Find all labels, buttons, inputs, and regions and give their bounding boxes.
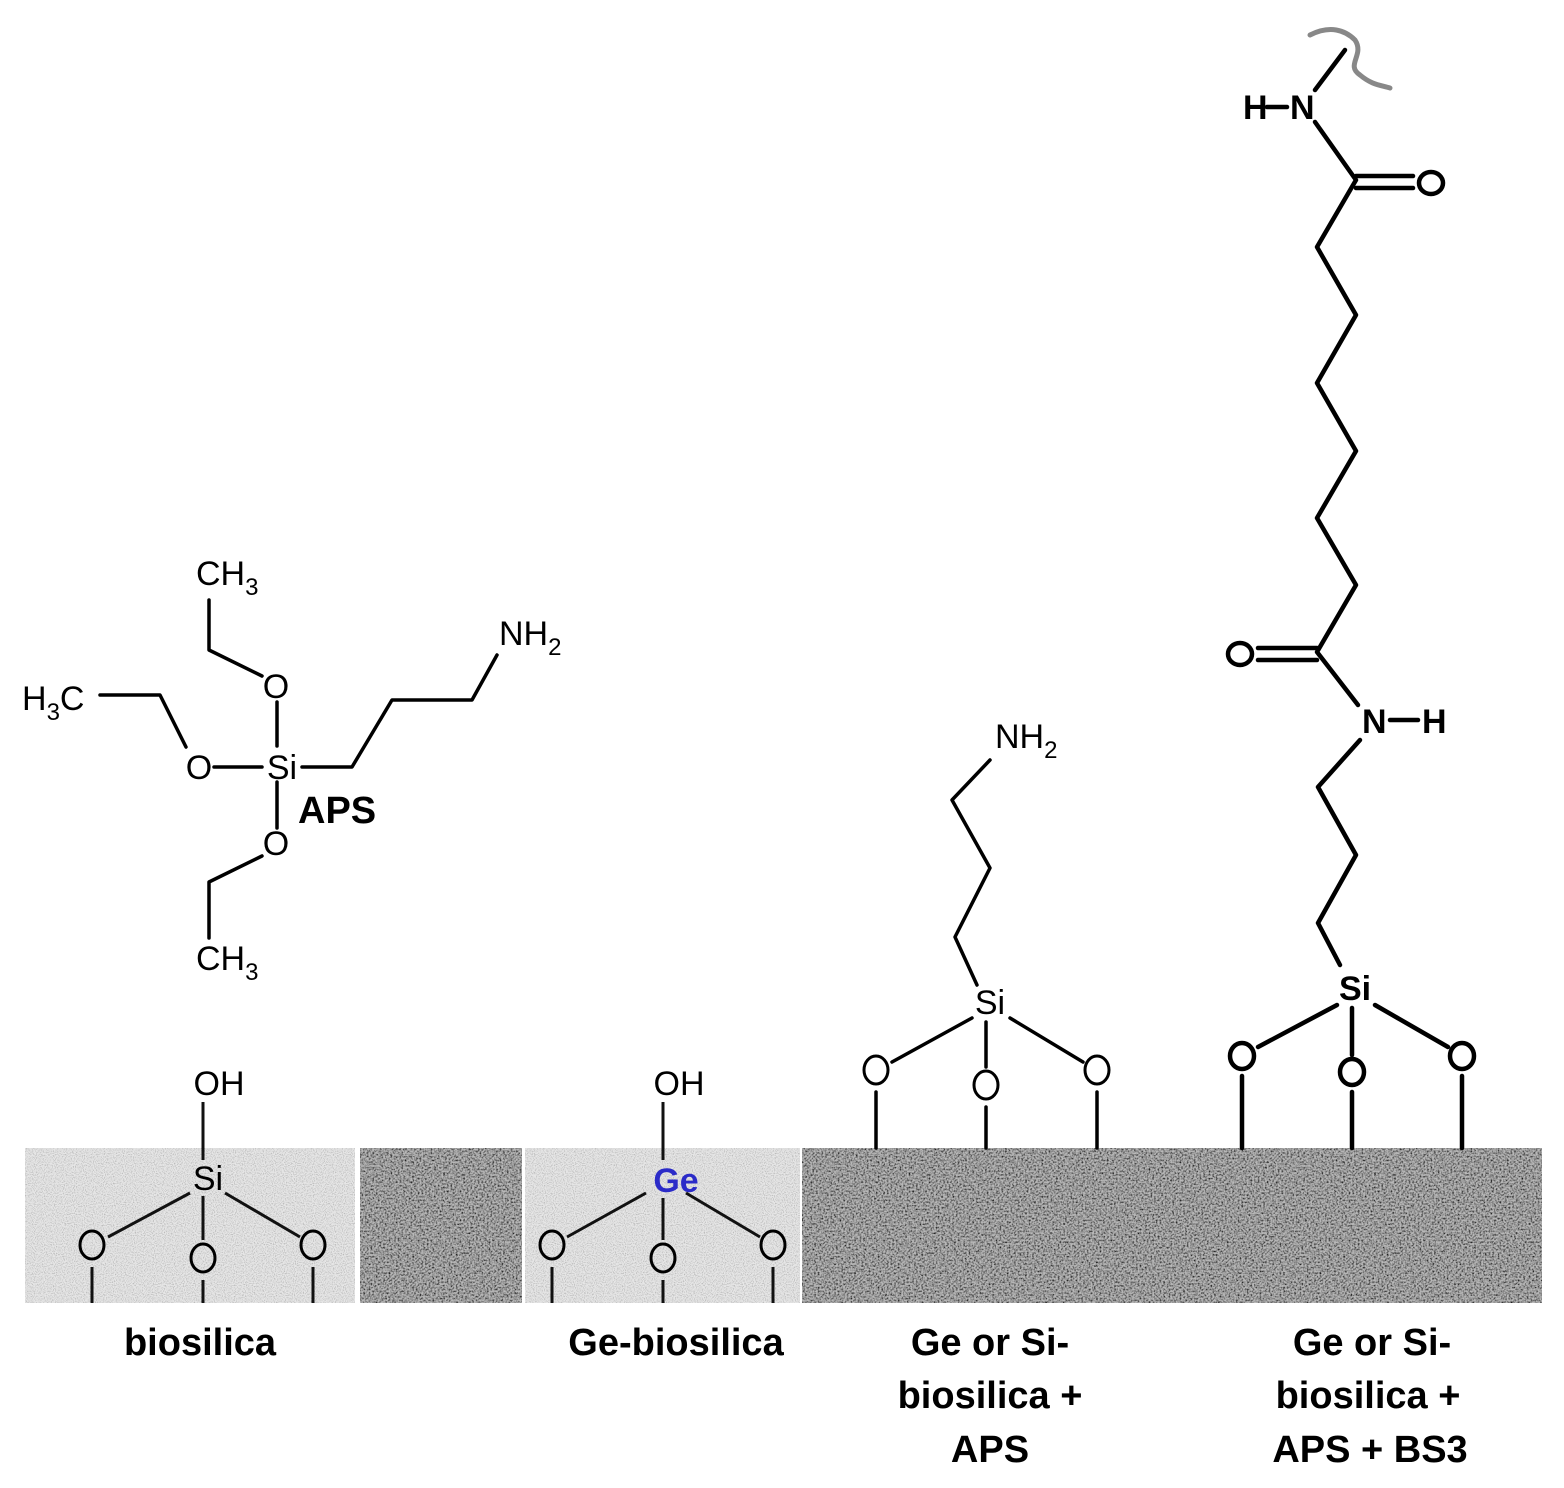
aps-grafted-o-left [862,1054,890,1086]
aps-si: Si [267,749,297,787]
aps-o-bottom: O [263,825,289,863]
bs3-o-left [1227,1040,1257,1072]
biosilica-bond-left [107,1191,191,1239]
bs3-bottom-h: H [1422,703,1447,741]
ge-biosilica-o-left [538,1229,566,1261]
bs3-o-right [1447,1040,1477,1072]
ge-biosilica-label-line-1: Ge-biosilica [568,1322,784,1364]
panel-biosilica-aps-bs3: H N N H Si Ge or Si- biosilica + APS + B… [1225,27,1477,1471]
aps-grafted-bond-right [1008,1016,1085,1064]
aps-nh2-label: NH2 [499,615,561,661]
bs3-propyl [1315,737,1363,968]
ge-biosilica-o-mid [649,1242,677,1274]
aps-label-line-3: APS [951,1429,1029,1471]
bs3-label-line-1: Ge or Si- [1293,1322,1451,1364]
aps-grafted-bond-left [890,1016,974,1064]
ge-biosilica-ge: Ge [653,1162,698,1200]
aps-bond-propyl [300,653,499,769]
aps-grafted-nh2: NH2 [995,718,1057,764]
ge-biosilica-bond-left [566,1191,647,1239]
aps-ch3-bottom-label: CH3 [196,940,258,986]
bs3-label-line-3: APS + BS3 [1272,1429,1467,1471]
biosilica-o-left [78,1229,106,1261]
bs3-label-line-2: biosilica + [1276,1375,1461,1417]
panel-biosilica-aps: NH2 Si Ge or Si- biosilica + APS [862,718,1111,1471]
aps-o-left: O [186,749,212,787]
biosilica-oh: OH [194,1065,245,1103]
bs3-bottom-n: N [1362,703,1387,741]
ge-biosilica-bond-right [685,1191,761,1239]
biosilica-label-line-1: biosilica [124,1322,277,1364]
bs3-top-n: N [1290,89,1315,127]
surface-strips [25,1148,1542,1303]
bs3-top-carbonyl-o [1416,169,1446,197]
aps-name-label: APS [298,790,376,832]
surface-functionalized-dark [802,1148,1542,1303]
bs3-si-bond-right [1372,1002,1451,1050]
wavy-tail-icon [1307,27,1393,91]
biosilica-bond-right [224,1191,301,1239]
aps-ch3-top-label: CH3 [196,555,258,601]
bs3-o-mid [1337,1056,1367,1088]
aps-o-top: O [263,668,289,706]
surface-biosilica-light [25,1148,355,1303]
bs3-si: Si [1339,970,1371,1008]
aps-grafted-o-mid [972,1069,1000,1101]
aps-grafted-propyl [950,758,992,987]
aps-bond-h3c-left [98,693,188,749]
aps-grafted-o-right [1083,1054,1111,1086]
ge-biosilica-o-right [759,1229,787,1261]
aps-bond-ch3-top [207,598,264,678]
aps-h3c-left-label: H3C [22,680,84,726]
biosilica-si: Si [193,1160,223,1198]
biosilica-o-right [299,1229,327,1261]
aps-grafted-si: Si [975,984,1005,1022]
aps-molecule: CH3 O H3C NH2 O Si O CH3 APS [22,555,561,986]
aps-label-line-2: biosilica + [898,1375,1083,1417]
surface-biosilica-dark [360,1148,522,1303]
bs3-bottom-carbonyl-o [1225,640,1255,668]
bs3-chain [1312,119,1361,708]
aps-label-line-1: Ge or Si- [911,1322,1069,1364]
panel-ge-biosilica: OH Ge Ge-biosilica [538,1065,787,1364]
panel-biosilica: OH Si biosilica [78,1065,327,1364]
aps-bond-ch3-bottom [207,854,264,940]
ge-biosilica-oh: OH [654,1065,705,1103]
bs3-si-bond-left [1255,1002,1340,1050]
biosilica-o-mid [189,1242,217,1274]
bs3-top-h: H [1243,89,1268,127]
bs3-bond-n-tail [1312,47,1348,93]
